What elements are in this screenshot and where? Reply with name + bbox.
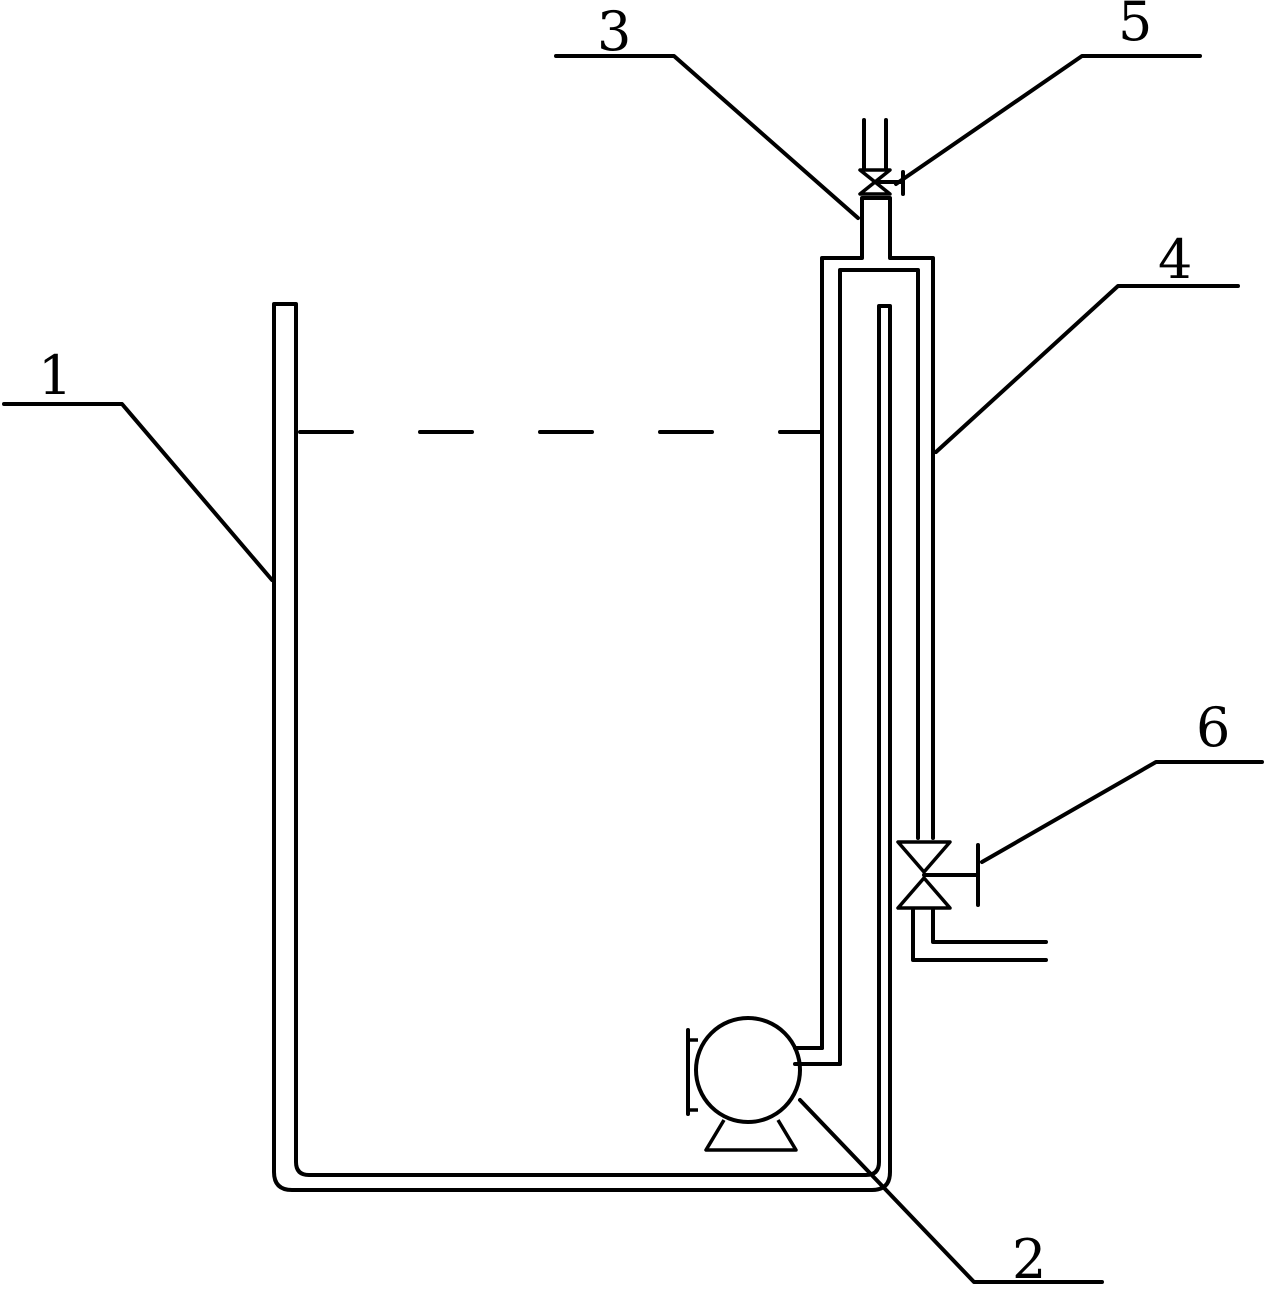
drain-outlet-pipe: [911, 908, 1048, 962]
label-4: 4: [1158, 228, 1192, 291]
label-5: 5: [1118, 0, 1152, 53]
leader-line-2: [798, 1098, 1104, 1284]
drain-valve: [896, 840, 980, 910]
top-inlet-pipe: [862, 118, 888, 174]
leader-line-1: [2, 402, 274, 582]
label-1: 1: [38, 344, 72, 407]
leader-line-4: [934, 284, 1240, 454]
leader-line-5: [894, 54, 1202, 186]
pump-outlet-pipe: [793, 1046, 842, 1066]
tank: [272, 302, 892, 1192]
label-3: 3: [597, 0, 631, 63]
leader-line-3: [554, 54, 860, 220]
label-6: 6: [1196, 696, 1230, 759]
outer-pipe: [820, 196, 935, 1066]
label-2: 2: [1012, 1228, 1046, 1291]
top-valve: [858, 168, 905, 196]
leader-line-6: [980, 760, 1264, 864]
pump: [686, 1016, 802, 1152]
leader-lines: [2, 54, 1264, 1284]
